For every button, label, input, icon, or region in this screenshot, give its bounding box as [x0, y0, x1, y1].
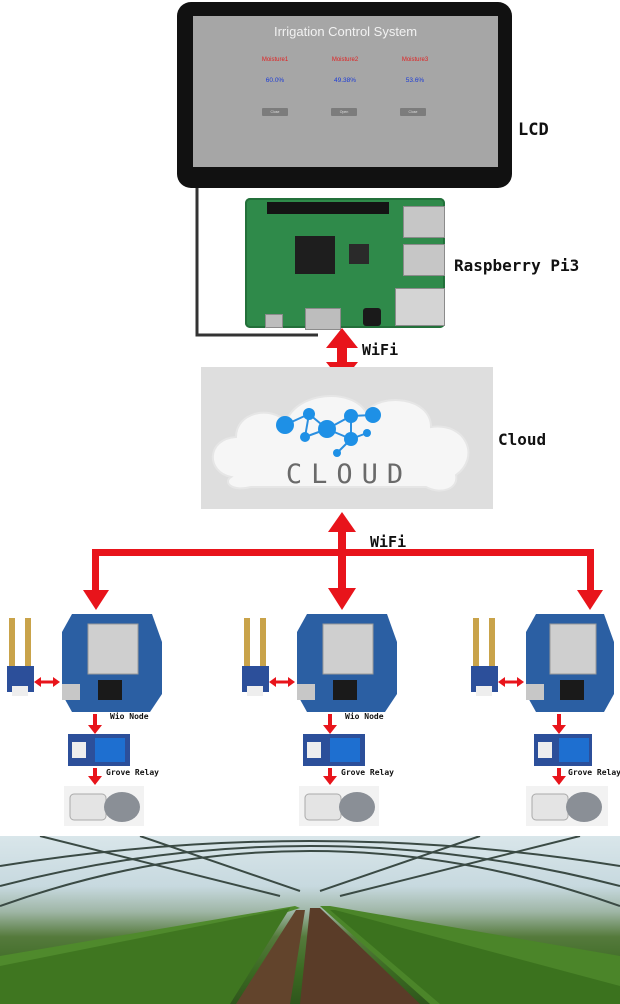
wio-node-label: Wio Node: [110, 712, 149, 721]
hdmi-port: [305, 308, 341, 330]
node-graphic: [471, 614, 614, 826]
usb-port-top: [403, 206, 445, 238]
cloud-logo-text: CLOUD: [285, 459, 413, 490]
moisture2-value: 49.38%: [333, 77, 357, 84]
lan-chip: [349, 244, 369, 264]
usb-port-mid: [403, 244, 445, 276]
cloud-label: Cloud: [498, 430, 547, 449]
wifi-bottom-label: WiFi: [370, 533, 407, 551]
moisture3-value: 53.6%: [405, 77, 425, 84]
node-graphic: [7, 614, 162, 826]
lcd-title: Irrigation Control System: [273, 24, 418, 39]
greenhouse-graphic: [0, 836, 620, 1004]
soc-chip: [295, 236, 335, 274]
valve2-button[interactable]: Open: [331, 108, 357, 116]
grove-relay-label: Grove Relay: [106, 768, 159, 777]
moisture1-value: 60.0%: [265, 77, 285, 84]
node-group-2: Wio Node Grove Relay: [235, 612, 415, 830]
cloud-graphic: [211, 395, 470, 492]
micro-usb-port: [265, 314, 283, 328]
grove-relay-label: Grove Relay: [341, 768, 394, 777]
cloud-panel: CLOUD: [201, 367, 493, 509]
node-graphic: [242, 614, 397, 826]
moisture3-label: Moisture3: [401, 57, 429, 63]
lcd-screen: Irrigation Control System Moisture1 Mois…: [193, 16, 498, 167]
cloud-node-arrows: [83, 512, 603, 610]
wifi-top-label: WiFi: [362, 341, 399, 359]
node-group-1: Wio Node Grove Relay: [0, 612, 180, 830]
wio-node-label: Wio Node: [345, 712, 384, 721]
ethernet-port: [395, 288, 445, 326]
audio-jack: [363, 308, 381, 326]
greenhouse-photo: [0, 836, 620, 1004]
valve3-button[interactable]: Close: [400, 108, 426, 116]
moisture2-label: Moisture2: [331, 57, 359, 63]
node-group-3: Grove Relay: [464, 612, 620, 830]
raspberry-pi-board: [245, 198, 445, 330]
moisture1-label: Moisture1: [261, 57, 289, 63]
lcd-label: LCD: [518, 120, 549, 140]
raspberry-pi-label: Raspberry Pi3: [454, 256, 580, 275]
gpio-header: [267, 202, 389, 214]
grove-relay-label: Grove Relay: [568, 768, 620, 777]
valve1-button[interactable]: Close: [262, 108, 288, 116]
